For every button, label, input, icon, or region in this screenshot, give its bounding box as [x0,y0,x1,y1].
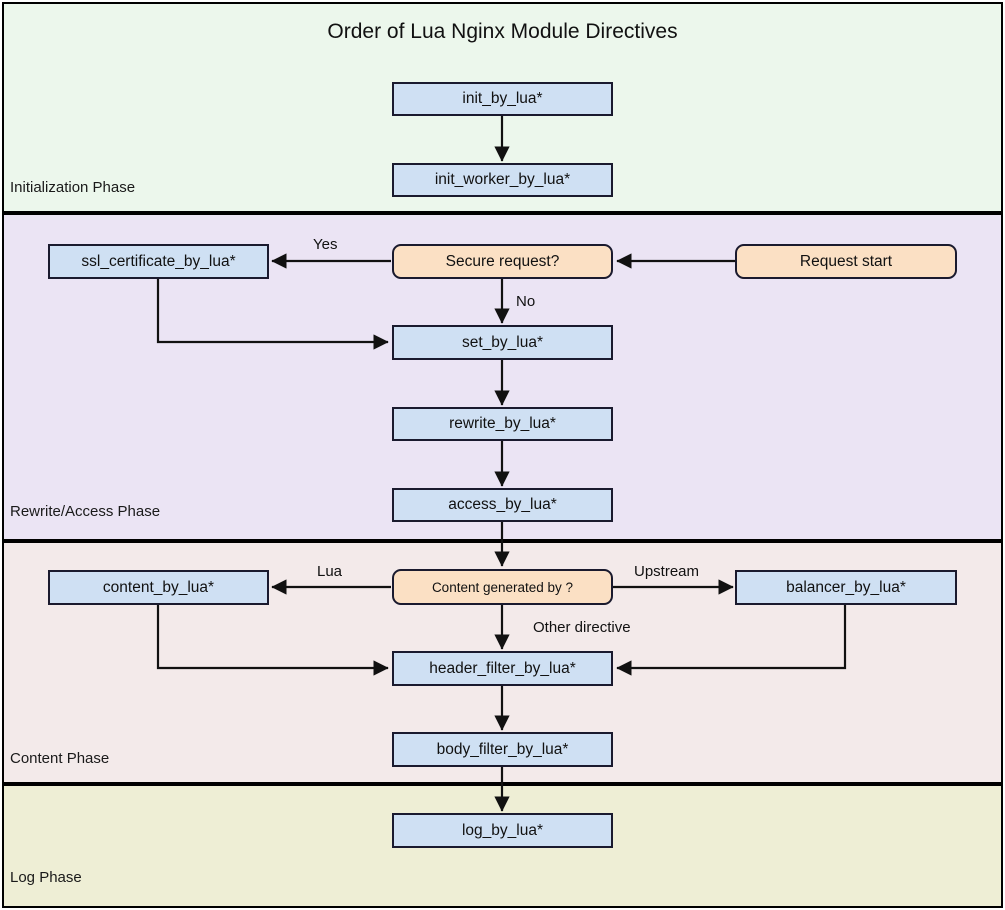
node-ssl-certificate-by-lua[interactable]: ssl_certificate_by_lua* [48,244,269,279]
node-request-start[interactable]: Request start [735,244,957,279]
node-label: Content generated by ? [431,579,574,595]
band-label-initialization: Initialization Phase [10,179,136,196]
node-header-filter-by-lua[interactable]: header_filter_by_lua* [392,651,613,686]
edge-label-other-directive: Other directive [533,619,631,636]
node-body-filter-by-lua[interactable]: body_filter_by_lua* [392,732,613,767]
node-label: rewrite_by_lua* [449,415,556,432]
edge-label-no: No [516,293,536,310]
node-log-by-lua[interactable]: log_by_lua* [392,813,613,848]
node-label: init_by_lua* [462,90,543,107]
node-set-by-lua[interactable]: set_by_lua* [392,325,613,360]
band-label-log: Log Phase [10,869,82,886]
node-content-by-lua[interactable]: content_by_lua* [48,570,269,605]
edge-label-lua: Lua [317,563,343,580]
node-label: balancer_by_lua* [786,578,906,596]
node-label: body_filter_by_lua* [436,740,569,758]
node-label: ssl_certificate_by_lua* [81,252,236,270]
node-label: Request start [799,252,893,270]
node-content-generated-by[interactable]: Content generated by ? [392,569,613,605]
node-secure-request[interactable]: Secure request? [392,244,613,279]
edge-label-upstream: Upstream [634,563,700,580]
node-label: access_by_lua* [448,496,557,513]
band-label-content: Content Phase [10,750,110,767]
node-label: log_by_lua* [461,821,543,839]
edge-label-yes: Yes [313,236,338,253]
node-label: Secure request? [445,252,560,270]
node-label: init_worker_by_lua* [434,171,571,188]
page-title: Order of Lua Nginx Module Directives [327,20,678,43]
node-access-by-lua[interactable]: access_by_lua* [392,488,613,522]
band-label-rewrite-access: Rewrite/Access Phase [10,503,161,520]
node-balancer-by-lua[interactable]: balancer_by_lua* [735,570,957,605]
node-label: content_by_lua* [102,578,215,596]
node-rewrite-by-lua[interactable]: rewrite_by_lua* [392,407,613,441]
node-init-by-lua[interactable]: init_by_lua* [392,82,613,116]
node-label: set_by_lua* [461,333,543,351]
node-label: header_filter_by_lua* [429,659,576,677]
node-init-worker-by-lua[interactable]: init_worker_by_lua* [392,163,613,197]
